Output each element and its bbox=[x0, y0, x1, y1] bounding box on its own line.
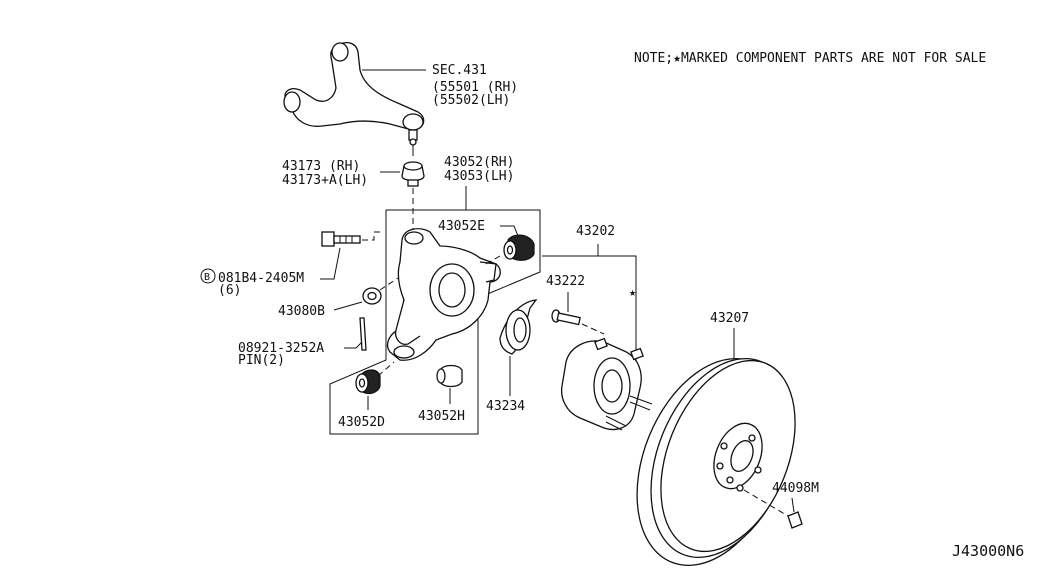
bolt-081b4-drawing bbox=[321, 231, 361, 247]
label-55502: (55502(LH) bbox=[432, 93, 510, 108]
rotor-43207-drawing bbox=[636, 357, 796, 566]
label-pin-qty: PIN(2) bbox=[238, 353, 285, 368]
bush-43052h-drawing bbox=[436, 364, 463, 388]
label-bolt-code: 081B4-2405M bbox=[218, 271, 304, 286]
pin-drawing bbox=[359, 317, 367, 351]
label-43053-lh: 43053(LH) bbox=[444, 169, 514, 184]
label-43080b: 43080B bbox=[278, 304, 325, 319]
label-44098m: 44098M bbox=[772, 481, 819, 496]
label-43052h: 43052H bbox=[418, 409, 465, 424]
axis-43052e bbox=[485, 255, 501, 265]
leader-43052e bbox=[500, 225, 519, 237]
axis-43222 bbox=[581, 323, 605, 335]
label-43202: 43202 bbox=[576, 224, 615, 239]
axis-bolt bbox=[362, 231, 380, 241]
screw-44098m-drawing bbox=[787, 511, 803, 529]
hub-43202-drawing bbox=[560, 337, 653, 431]
axis-44098m bbox=[743, 489, 789, 517]
label-43052e: 43052E bbox=[438, 219, 485, 234]
star-marker: ★ bbox=[629, 285, 636, 299]
knuckle-drawing bbox=[386, 228, 501, 361]
upper-arm-drawing bbox=[283, 41, 425, 146]
label-43207: 43207 bbox=[710, 311, 749, 326]
label-bolt-qty: (6) bbox=[218, 283, 241, 298]
nut-43080b-drawing bbox=[362, 287, 382, 305]
bush-43052e-drawing bbox=[503, 234, 535, 261]
label-55501: (55501 (RH) bbox=[432, 80, 518, 95]
hub-bolt-43222-drawing bbox=[551, 309, 581, 326]
axis-43052d bbox=[377, 361, 395, 377]
leader-43080b bbox=[333, 301, 363, 311]
label-pin-code: 08921-3252A bbox=[238, 341, 324, 356]
note-text: NOTE;★MARKED COMPONENT PARTS ARE NOT FOR… bbox=[634, 51, 986, 66]
bolt-marker: B bbox=[204, 272, 210, 283]
label-43173-lh: 43173+A(LH) bbox=[282, 173, 368, 188]
bush-43173-drawing bbox=[401, 161, 425, 187]
label-43052-rh: 43052(RH) bbox=[444, 155, 514, 170]
leader-pin bbox=[344, 341, 363, 349]
leader-bolt bbox=[320, 247, 341, 280]
label-43173-rh: 43173 (RH) bbox=[282, 159, 360, 174]
knuckle-group-frame bbox=[329, 209, 541, 435]
diagram-code: J43000N6 bbox=[952, 542, 1024, 560]
shield-43234-drawing bbox=[499, 299, 538, 355]
label-sec431: SEC.431 bbox=[432, 63, 487, 78]
label-43052d: 43052D bbox=[338, 415, 385, 430]
leader-43202 bbox=[542, 244, 599, 257]
bush-43052d-drawing bbox=[355, 369, 381, 395]
bolt-marker-circle bbox=[200, 268, 216, 284]
leader-44098m bbox=[791, 497, 795, 513]
axis-nut bbox=[379, 277, 399, 291]
label-43234: 43234 bbox=[486, 399, 525, 414]
bracket-43202 bbox=[598, 255, 637, 372]
label-43222: 43222 bbox=[546, 274, 585, 289]
